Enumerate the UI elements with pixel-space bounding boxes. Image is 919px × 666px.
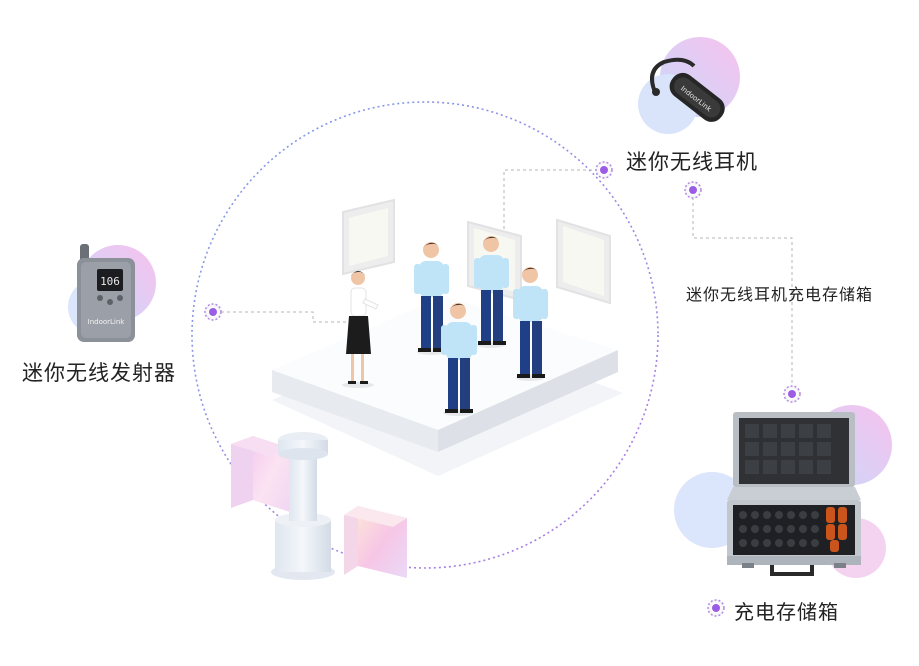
node-dot-icon — [783, 385, 801, 403]
tour-group — [342, 236, 548, 416]
connector-lines — [215, 169, 793, 392]
network-ring — [191, 101, 659, 569]
earphone-device-icon: IndoorLink — [638, 37, 740, 134]
storage-box-label: 充电存储箱 — [734, 600, 839, 624]
visitor-figure — [441, 303, 477, 416]
node-dot-icon — [684, 181, 702, 199]
charging-storage-label: 迷你无线耳机充电存储箱 — [686, 285, 874, 304]
node-dot-icon — [595, 161, 613, 179]
tour-guide-figure — [342, 271, 379, 388]
node-dot-icon — [707, 599, 725, 617]
visitor-figure — [513, 267, 548, 381]
node-dot-icon — [204, 303, 222, 321]
visitor-figure — [414, 242, 449, 355]
transmitter-device-icon: 106 IndoorLink — [68, 244, 156, 342]
node-dots — [204, 161, 801, 617]
transmitter-brand: IndoorLink — [88, 318, 126, 326]
transmitter-screen-text: 106 — [100, 275, 120, 288]
visitor-figure — [474, 236, 509, 348]
transmitter-label: 迷你无线发射器 — [22, 361, 176, 385]
storage-case-icon — [674, 405, 892, 578]
earphone-label: 迷你无线耳机 — [626, 150, 758, 174]
decor-pillar — [271, 432, 335, 580]
